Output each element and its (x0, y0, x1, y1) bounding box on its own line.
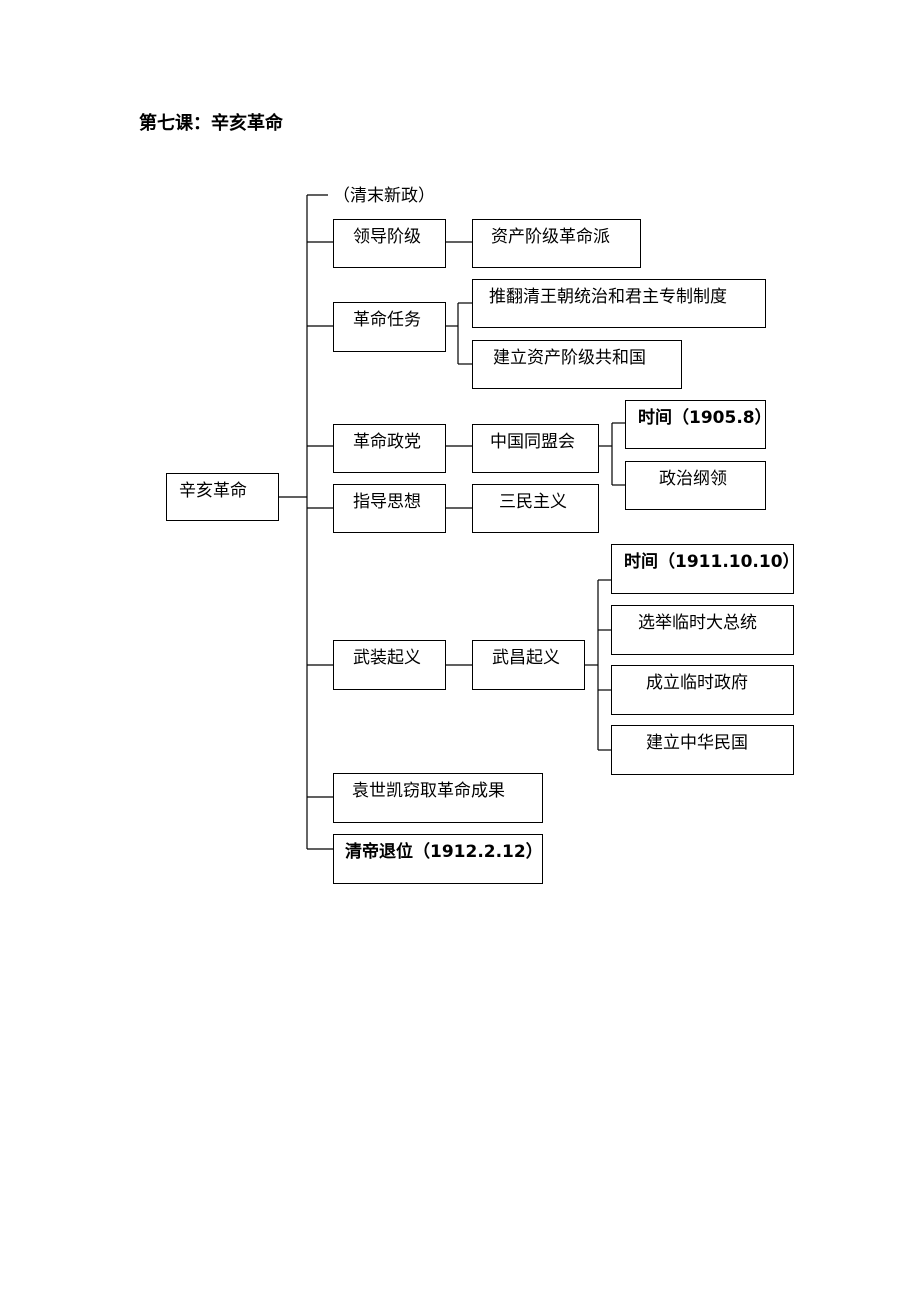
task-child-node: 推翻清王朝统治和君主专制制度 (472, 279, 766, 328)
uprising-detail-node: 建立中华民国 (611, 725, 794, 775)
abdication-node: 清帝退位（1912.2.12） (333, 834, 543, 884)
ideology-node: 指导思想 (333, 484, 446, 533)
party-child-node: 中国同盟会 (472, 424, 599, 473)
party-node: 革命政党 (333, 424, 446, 473)
background-label: （清末新政） (333, 186, 435, 206)
uprising-node: 武装起义 (333, 640, 446, 690)
task-child-node: 建立资产阶级共和国 (472, 340, 682, 389)
uprising-child-node: 武昌起义 (472, 640, 585, 690)
leadership-child-node: 资产阶级革命派 (472, 219, 641, 268)
party-detail-node: 时间（1905.8） (625, 400, 766, 449)
ideology-child-node: 三民主义 (472, 484, 599, 533)
page-title: 第七课：辛亥革命 (139, 113, 283, 134)
task-node: 革命任务 (333, 302, 446, 352)
uprising-detail-node: 时间（1911.10.10） (611, 544, 794, 594)
uprising-detail-node: 成立临时政府 (611, 665, 794, 715)
leadership-node: 领导阶级 (333, 219, 446, 268)
uprising-detail-node: 选举临时大总统 (611, 605, 794, 655)
party-detail-node: 政治纲领 (625, 461, 766, 510)
root-node: 辛亥革命 (166, 473, 279, 521)
yuan-node: 袁世凯窃取革命成果 (333, 773, 543, 823)
